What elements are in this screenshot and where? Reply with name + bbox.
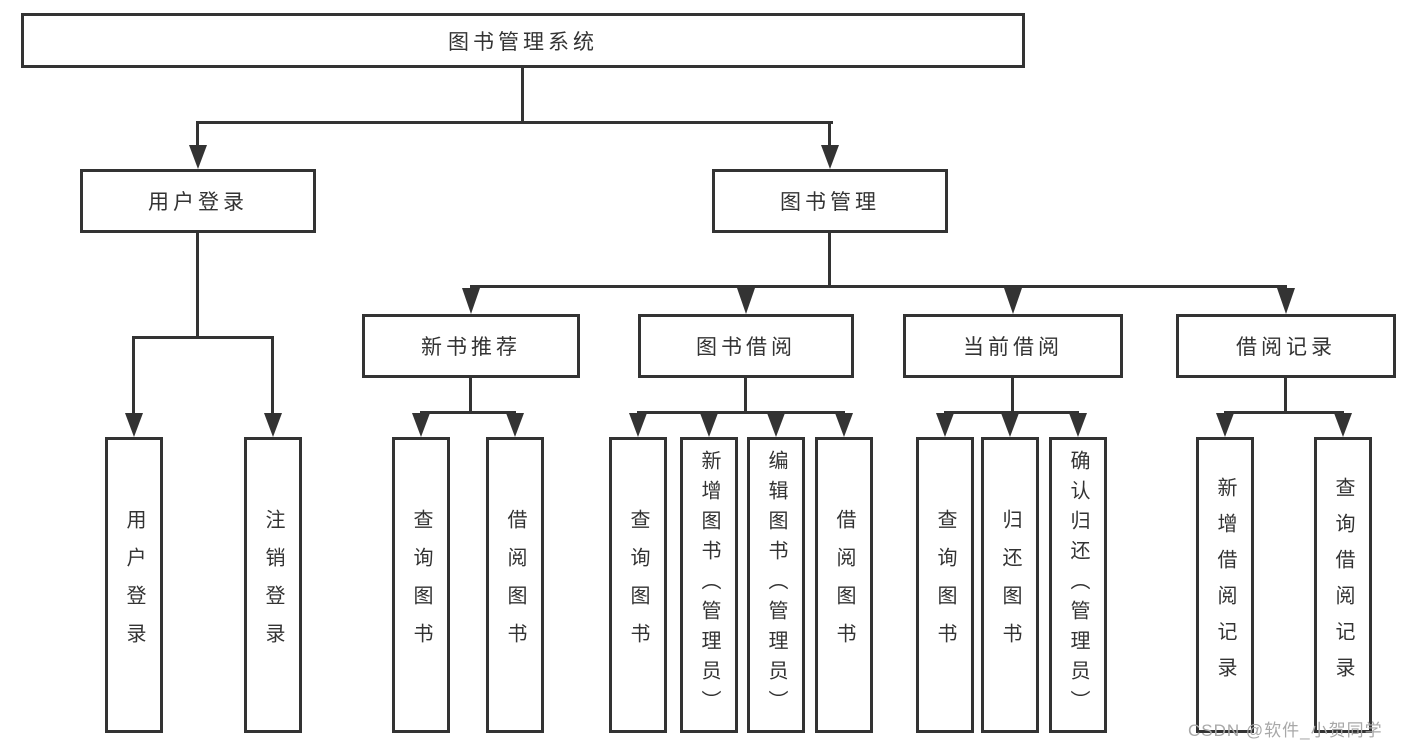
leaf-query-books-borrow: 查询图书 bbox=[609, 437, 667, 733]
leaf-label: 查询图书 bbox=[934, 509, 956, 661]
connector-line bbox=[420, 411, 516, 414]
arrow-down-icon bbox=[936, 413, 954, 437]
leaf-label: 用户登录 bbox=[123, 509, 145, 661]
leaf-label: 借阅图书 bbox=[504, 509, 526, 661]
connector-line bbox=[521, 68, 524, 124]
leaf-add-book-admin: 新增图书（管理员） bbox=[680, 437, 738, 733]
leaf-label: 注销登录 bbox=[262, 509, 284, 661]
leaf-confirm-return-admin: 确认归还（管理员） bbox=[1049, 437, 1107, 733]
connector-line bbox=[1224, 411, 1344, 414]
leaf-label: 新增图书（管理员） bbox=[698, 450, 720, 720]
arrow-down-icon bbox=[629, 413, 647, 437]
leaf-label: 查询图书 bbox=[410, 509, 432, 661]
leaf-label: 确认归还（管理员） bbox=[1067, 450, 1089, 720]
connector-line bbox=[196, 121, 199, 146]
leaf-label: 归还图书 bbox=[999, 509, 1021, 661]
arrow-down-icon bbox=[1069, 413, 1087, 437]
connector-line bbox=[828, 233, 831, 288]
connector-line bbox=[132, 336, 135, 414]
connector-line bbox=[133, 336, 274, 339]
leaf-return-books: 归还图书 bbox=[981, 437, 1039, 733]
arrow-down-icon bbox=[1334, 413, 1352, 437]
leaf-borrow-books-borrow: 借阅图书 bbox=[815, 437, 873, 733]
node-library-system-root: 图书管理系统 bbox=[21, 13, 1025, 68]
connector-line bbox=[1284, 378, 1287, 414]
node-book-borrow: 图书借阅 bbox=[638, 314, 854, 378]
leaf-query-books-recommend: 查询图书 bbox=[392, 437, 450, 733]
node-borrow-records: 借阅记录 bbox=[1176, 314, 1396, 378]
arrow-down-icon bbox=[506, 413, 524, 437]
arrow-down-icon bbox=[737, 288, 755, 314]
arrow-down-icon bbox=[821, 145, 839, 169]
connector-line bbox=[944, 411, 1079, 414]
leaf-label: 编辑图书（管理员） bbox=[765, 450, 787, 720]
arrow-down-icon bbox=[189, 145, 207, 169]
leaf-user-login: 用户登录 bbox=[105, 437, 163, 733]
leaf-edit-book-admin: 编辑图书（管理员） bbox=[747, 437, 805, 733]
arrow-down-icon bbox=[1277, 288, 1295, 314]
watermark-text: CSDN @软件_小贺同学 bbox=[1188, 721, 1383, 740]
arrow-down-icon bbox=[700, 413, 718, 437]
leaf-label: 借阅图书 bbox=[833, 509, 855, 661]
node-user-login: 用户登录 bbox=[80, 169, 316, 233]
node-book-management: 图书管理 bbox=[712, 169, 948, 233]
leaf-logout: 注销登录 bbox=[244, 437, 302, 733]
connector-line bbox=[196, 233, 199, 339]
leaf-label: 查询图书 bbox=[627, 509, 649, 661]
connector-line bbox=[828, 121, 831, 146]
connector-line bbox=[271, 336, 274, 414]
arrow-down-icon bbox=[264, 413, 282, 437]
leaf-label: 新增借阅记录 bbox=[1214, 477, 1236, 693]
connector-line bbox=[744, 378, 747, 414]
node-current-borrow: 当前借阅 bbox=[903, 314, 1123, 378]
arrow-down-icon bbox=[412, 413, 430, 437]
arrow-down-icon bbox=[462, 288, 480, 314]
connector-line bbox=[470, 285, 1287, 288]
arrow-down-icon bbox=[125, 413, 143, 437]
connector-line bbox=[1011, 378, 1014, 414]
connector-line bbox=[469, 378, 472, 414]
connector-line bbox=[196, 121, 833, 124]
node-new-book-recommend: 新书推荐 bbox=[362, 314, 580, 378]
leaf-add-borrow-record: 新增借阅记录 bbox=[1196, 437, 1254, 733]
leaf-borrow-books-recommend: 借阅图书 bbox=[486, 437, 544, 733]
leaf-query-books-current: 查询图书 bbox=[916, 437, 974, 733]
arrow-down-icon bbox=[1004, 288, 1022, 314]
connector-line bbox=[637, 411, 845, 414]
leaf-query-borrow-record: 查询借阅记录 bbox=[1314, 437, 1372, 733]
arrow-down-icon bbox=[835, 413, 853, 437]
leaf-label: 查询借阅记录 bbox=[1332, 477, 1354, 693]
arrow-down-icon bbox=[767, 413, 785, 437]
arrow-down-icon bbox=[1001, 413, 1019, 437]
arrow-down-icon bbox=[1216, 413, 1234, 437]
